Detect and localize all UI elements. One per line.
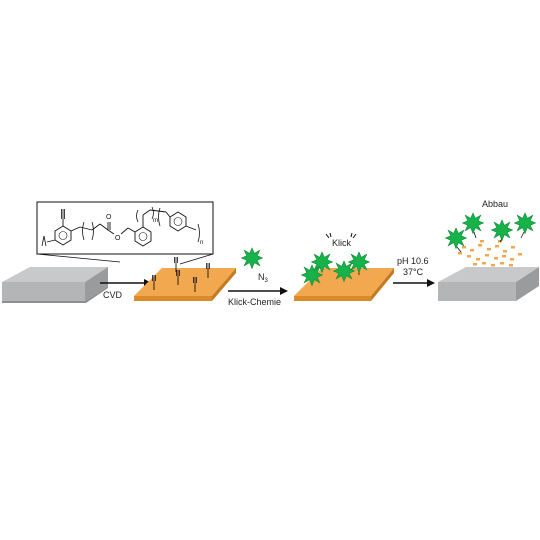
click-label: Klick bbox=[332, 238, 352, 248]
polymer-coated-substrate bbox=[134, 268, 236, 301]
reaction-arrow-icon bbox=[393, 279, 435, 287]
click-chemistry-label: Klick-Chemie bbox=[228, 297, 281, 307]
azide-label: N3 bbox=[258, 272, 269, 284]
polymer-fragments bbox=[458, 240, 522, 267]
oxygen-label-carbonyl: O bbox=[106, 214, 112, 221]
click-spark-marks bbox=[325, 232, 357, 239]
subscript-n: n bbox=[200, 240, 203, 246]
green-biomolecule-icon bbox=[445, 212, 536, 253]
green-biomolecule-icon bbox=[241, 247, 263, 269]
green-biomolecule-icon bbox=[301, 251, 370, 286]
polymer-structure-inset: O O m n bbox=[36, 201, 214, 265]
bare-substrate bbox=[2, 267, 108, 303]
reaction-arrow-icon bbox=[228, 287, 288, 295]
subscript-m: m bbox=[153, 218, 158, 224]
oxygen-label-ester: O bbox=[115, 235, 121, 242]
temperature-label: 37°C bbox=[403, 267, 424, 277]
cvd-label: CVD bbox=[103, 290, 123, 300]
degradation-label: Abbau bbox=[482, 199, 508, 209]
ph-label: pH 10.6 bbox=[397, 256, 429, 266]
degraded-substrate bbox=[438, 267, 539, 301]
